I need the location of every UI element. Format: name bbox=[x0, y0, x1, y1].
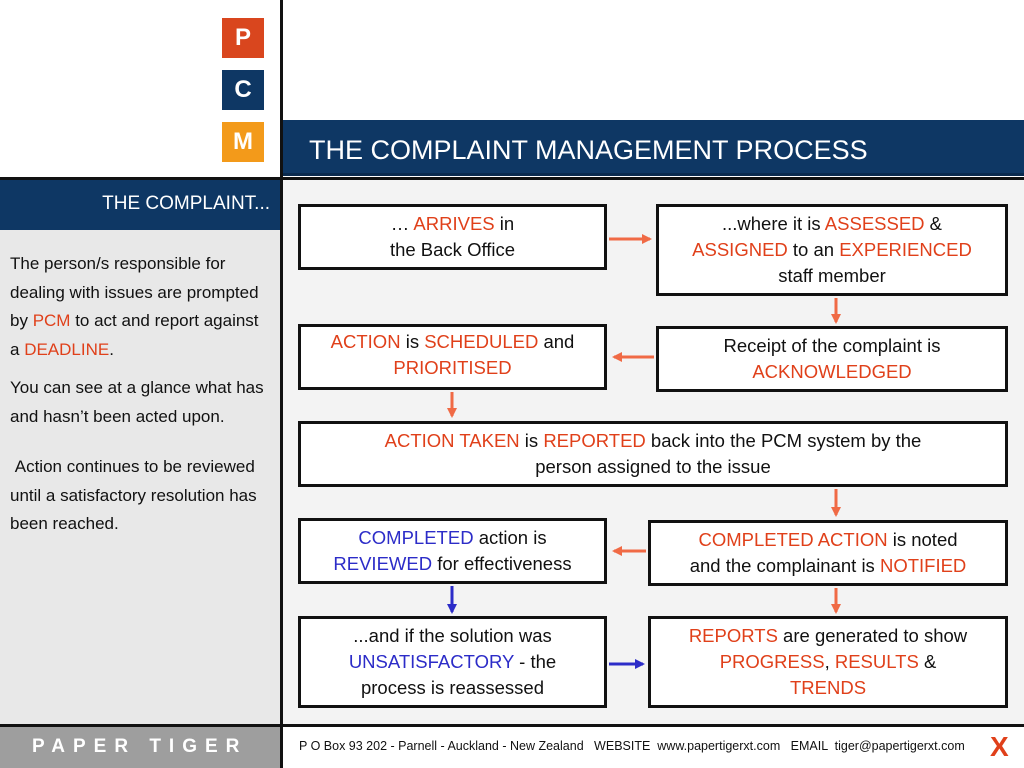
text: - the bbox=[514, 651, 557, 672]
text: to act and report against a bbox=[10, 311, 259, 359]
sidebar-paragraph-3: Action continues to be reviewed until a … bbox=[10, 457, 262, 533]
text: is bbox=[400, 331, 425, 352]
text: staff member bbox=[778, 265, 886, 286]
brand-x-icon: X bbox=[990, 731, 1009, 762]
highlight: REPORTED bbox=[543, 430, 646, 451]
text: The person/s responsible for dealing wit… bbox=[10, 254, 259, 330]
highlight: ASSESSED bbox=[824, 213, 925, 234]
text: , bbox=[824, 651, 835, 672]
sidebar: THE COMPLAINT... The person/s responsibl… bbox=[0, 180, 280, 724]
reports-box: REPORTS are generated to show PROGRESS, … bbox=[648, 616, 1008, 708]
arrives-box: … ARRIVES in the Back Office bbox=[298, 204, 607, 270]
reassessed-box: ...and if the solution was UNSATISFACTOR… bbox=[298, 616, 607, 708]
text: back into the PCM system by the bbox=[645, 430, 922, 451]
sidebar-heading: THE COMPLAINT... bbox=[0, 180, 280, 230]
highlight-blue: COMPLETED bbox=[358, 527, 474, 548]
text: . bbox=[109, 339, 114, 359]
highlight: PRIORITISED bbox=[393, 357, 512, 378]
highlight-blue: UNSATISFACTORY bbox=[348, 651, 514, 672]
text: is bbox=[519, 430, 544, 451]
sidebar-paragraph-2: You can see at a glance what has and has… bbox=[10, 378, 264, 426]
footer-brand: PAPER TIGER bbox=[0, 727, 280, 768]
highlight: PCM bbox=[32, 311, 71, 330]
sidebar-text: The person/s responsible for dealing wit… bbox=[10, 250, 272, 549]
text: the Back Office bbox=[389, 239, 516, 260]
highlight: EXPERIENCED bbox=[839, 239, 972, 260]
text: ...and if the solution was bbox=[353, 625, 552, 646]
highlight: COMPLETED ACTION bbox=[698, 529, 888, 550]
notified-box: COMPLETED ACTION is noted and the compla… bbox=[648, 520, 1008, 586]
logo-p: P bbox=[222, 18, 264, 58]
text: to an bbox=[787, 239, 840, 260]
footer-divider bbox=[0, 724, 1024, 727]
text: ...where it is bbox=[721, 213, 825, 234]
text: and the complainant is bbox=[689, 555, 880, 576]
page-title: THE COMPLAINT MANAGEMENT PROCESS bbox=[309, 135, 868, 165]
footer-contact: P O Box 93 202 - Parnell - Auckland - Ne… bbox=[299, 739, 965, 753]
vertical-divider bbox=[280, 0, 283, 768]
text: … bbox=[390, 213, 414, 234]
text: for effectiveness bbox=[432, 553, 572, 574]
highlight: ACKNOWLEDGED bbox=[752, 361, 912, 382]
highlight: ASSIGNED bbox=[692, 239, 788, 260]
text: & bbox=[918, 651, 937, 672]
highlight: DEADLINE bbox=[24, 339, 110, 359]
text: are generated to show bbox=[777, 625, 968, 646]
sidebar-paragraph-1: The person/s responsible for dealing wit… bbox=[10, 250, 272, 364]
highlight: REPORTS bbox=[688, 625, 778, 646]
acknowledged-box: Receipt of the complaint is ACKNOWLEDGED bbox=[656, 326, 1008, 392]
highlight: ARRIVES bbox=[413, 213, 495, 234]
reviewed-box: COMPLETED action is REVIEWED for effecti… bbox=[298, 518, 607, 584]
scheduled-box: ACTION is SCHEDULED and PRIORITISED bbox=[298, 324, 607, 390]
title-bar: THE COMPLAINT MANAGEMENT PROCESS bbox=[283, 120, 1024, 176]
text: process is reassessed bbox=[360, 677, 545, 698]
highlight: RESULTS bbox=[834, 651, 919, 672]
text: in bbox=[494, 213, 515, 234]
highlight-blue: REVIEWED bbox=[333, 553, 433, 574]
highlight: PROGRESS bbox=[719, 651, 825, 672]
text: & bbox=[924, 213, 943, 234]
text: Receipt of the complaint is bbox=[723, 335, 941, 356]
logo-c: C bbox=[222, 70, 264, 110]
assessed-box: ...where it is ASSESSED & ASSIGNED to an… bbox=[656, 204, 1008, 296]
text: person assigned to the issue bbox=[535, 456, 771, 477]
highlight: TRENDS bbox=[789, 677, 867, 698]
text: and bbox=[538, 331, 575, 352]
highlight: NOTIFIED bbox=[879, 555, 967, 576]
highlight: ACTION TAKEN bbox=[384, 430, 520, 451]
header-divider bbox=[0, 177, 1024, 180]
logo-m: M bbox=[222, 122, 264, 162]
text: action is bbox=[473, 527, 547, 548]
highlight: SCHEDULED bbox=[424, 331, 539, 352]
text: is noted bbox=[887, 529, 958, 550]
highlight: ACTION bbox=[330, 331, 401, 352]
reported-box: ACTION TAKEN is REPORTED back into the P… bbox=[298, 421, 1008, 487]
